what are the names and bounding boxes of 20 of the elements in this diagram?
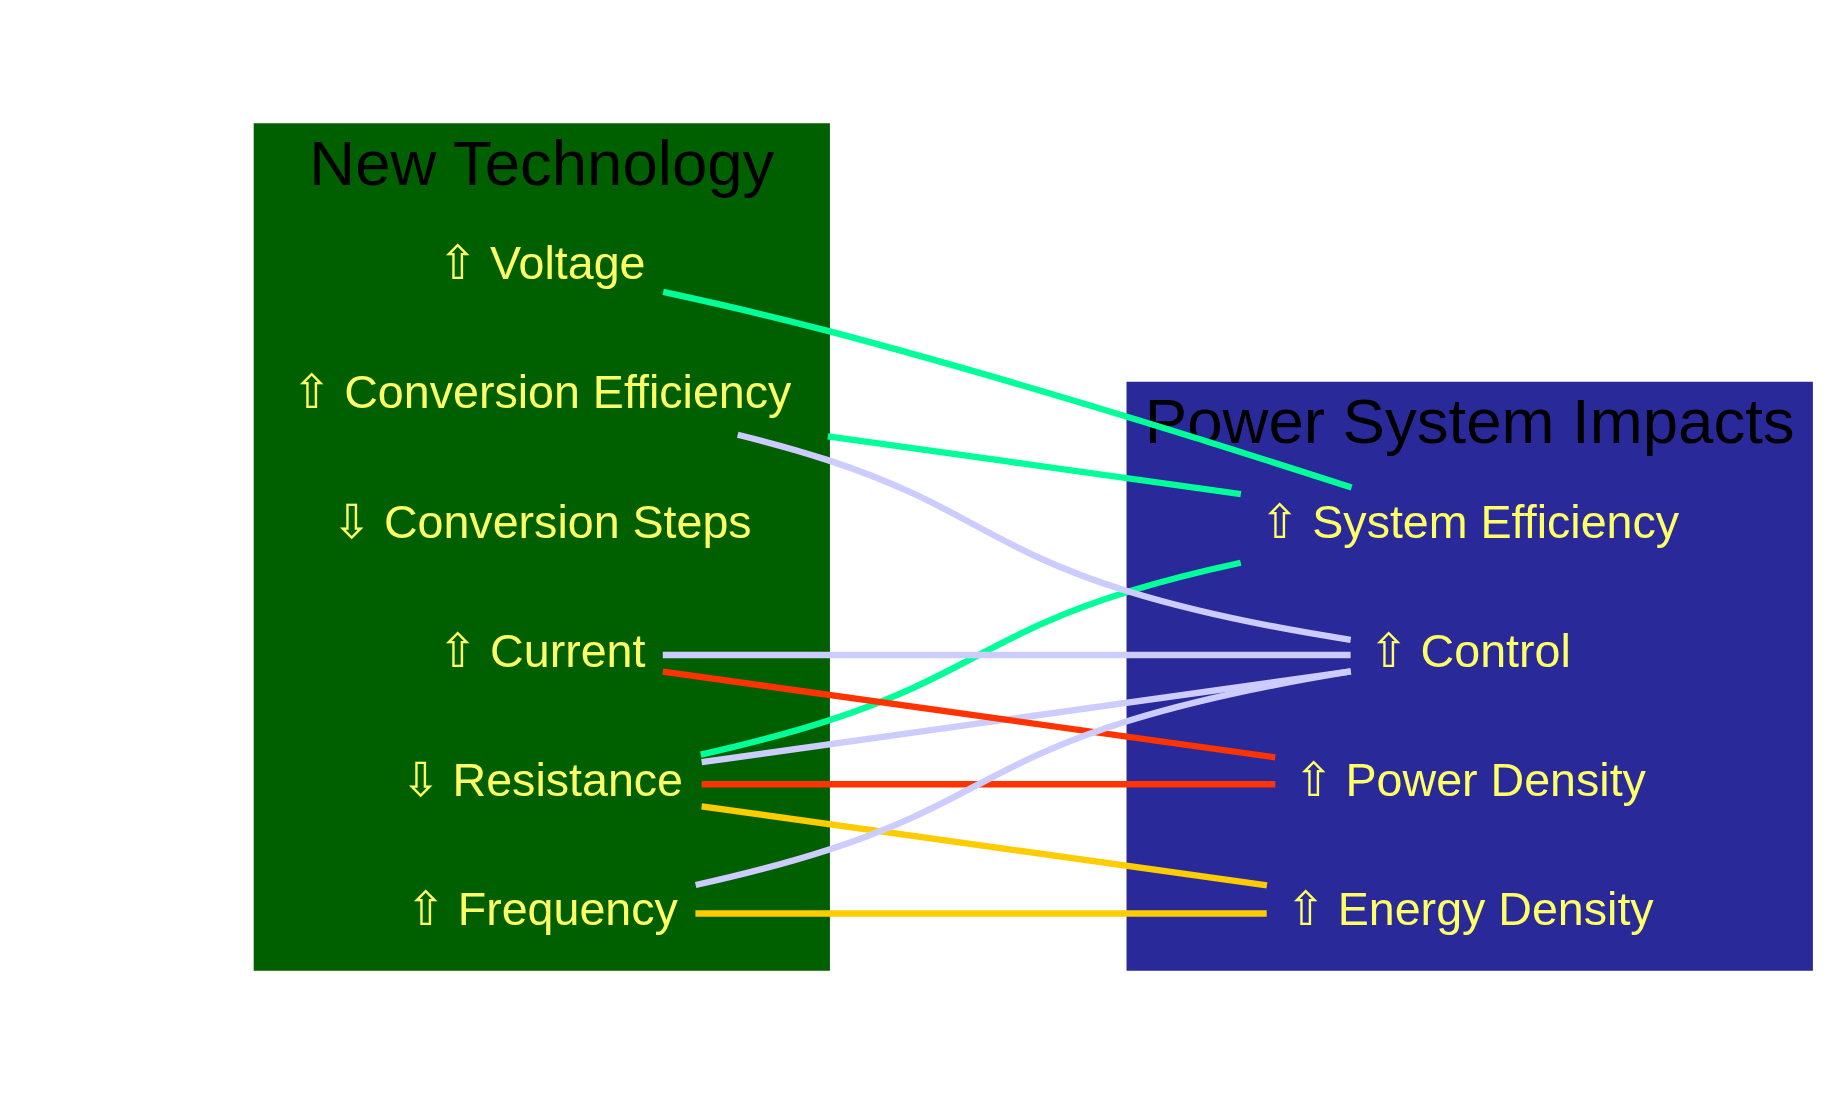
- node-text: ⇧ Control: [1368, 624, 1571, 677]
- node-text: ⇧ Current: [438, 624, 646, 677]
- node-text: ⇧ Frequency: [405, 883, 678, 936]
- connector: [662, 288, 1353, 491]
- connector: [662, 651, 1351, 659]
- node-text: ⇧ Power Density: [1293, 754, 1646, 807]
- connector: [695, 910, 1267, 917]
- connector: [694, 668, 1352, 889]
- connector: [701, 781, 1276, 788]
- node-text: ⇧ System Efficiency: [1260, 495, 1680, 548]
- connector: [700, 559, 1242, 758]
- node-text: ⇩ Conversion Steps: [331, 495, 752, 548]
- node-text: ⇩ Resistance: [400, 754, 684, 807]
- node-text: ⇧ Voltage: [438, 237, 646, 290]
- node-text: ⇧ Energy Density: [1285, 883, 1654, 936]
- connector: [827, 433, 1242, 498]
- node-text: ⇧ Conversion Efficiency: [292, 366, 792, 419]
- connector: [736, 431, 1352, 643]
- connector: [662, 668, 1276, 761]
- connector: [701, 803, 1268, 889]
